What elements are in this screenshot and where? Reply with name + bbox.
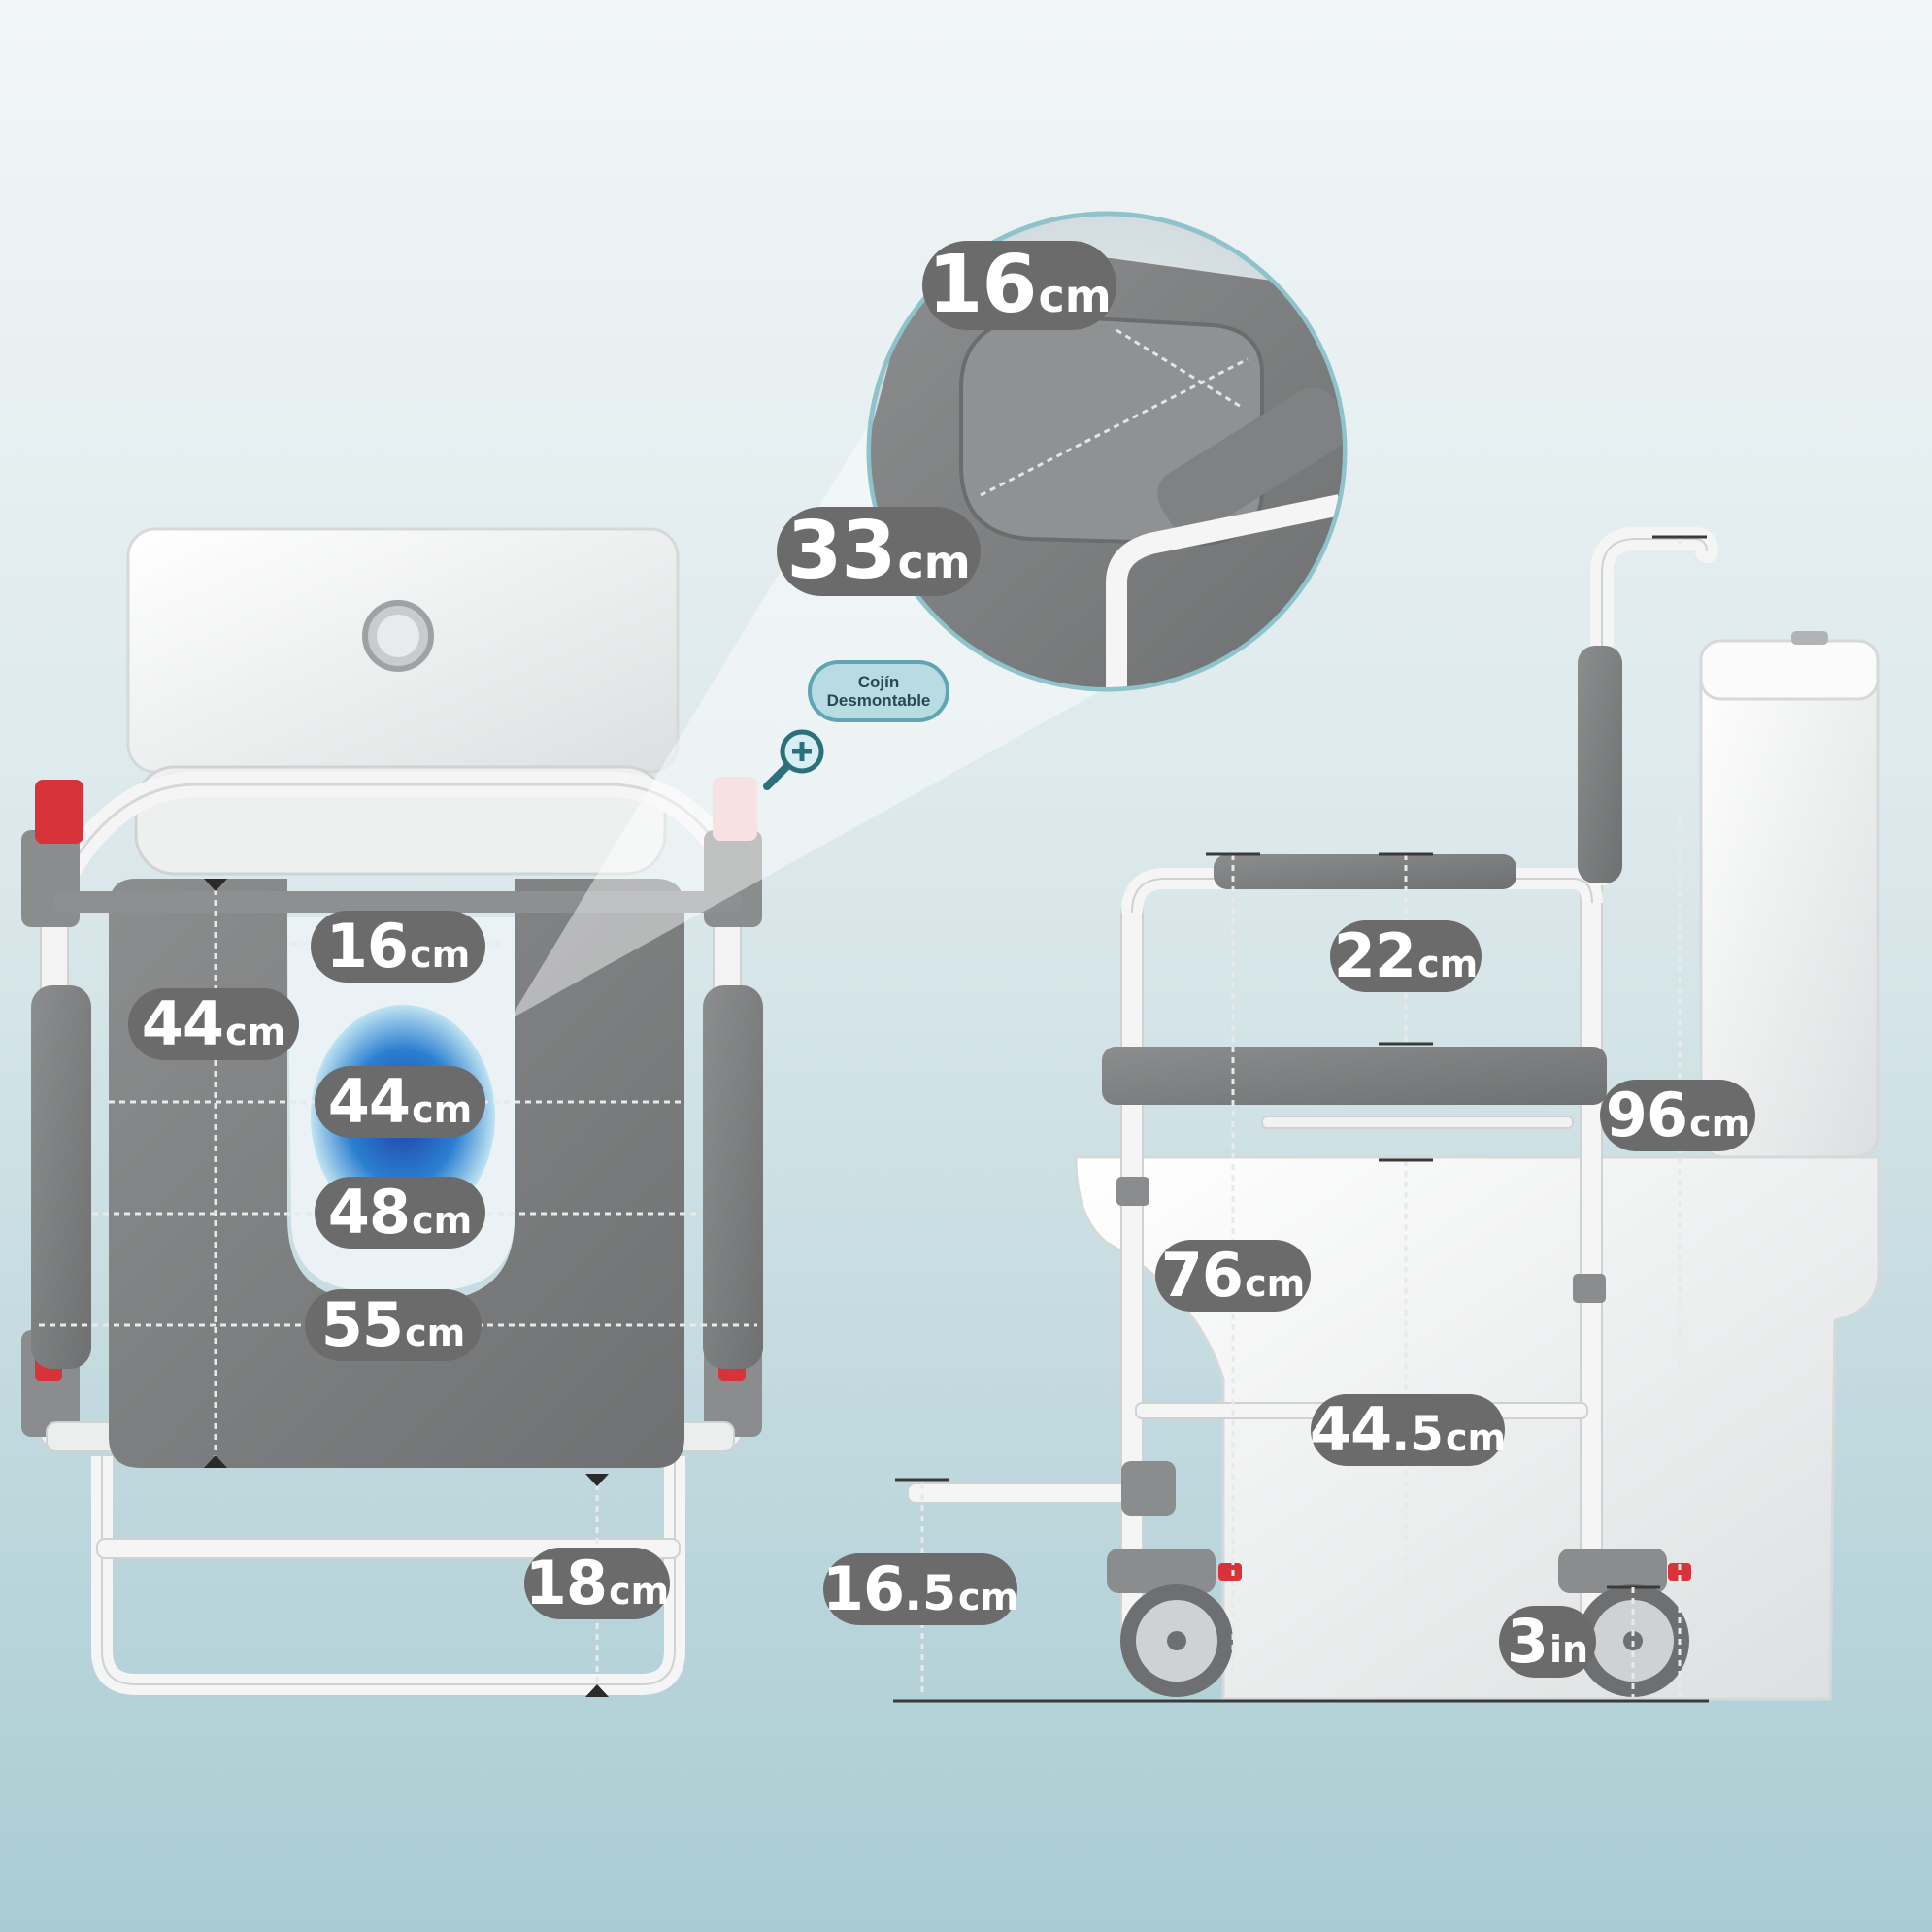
zoom-plus-icon	[763, 729, 824, 790]
tag-line-2: Desmontable	[826, 691, 931, 710]
detachable-cushion-tag: Cojín Desmontable	[808, 660, 949, 722]
tag-line-1: Cojín	[857, 673, 900, 691]
zoom-detail	[510, 211, 1348, 1019]
